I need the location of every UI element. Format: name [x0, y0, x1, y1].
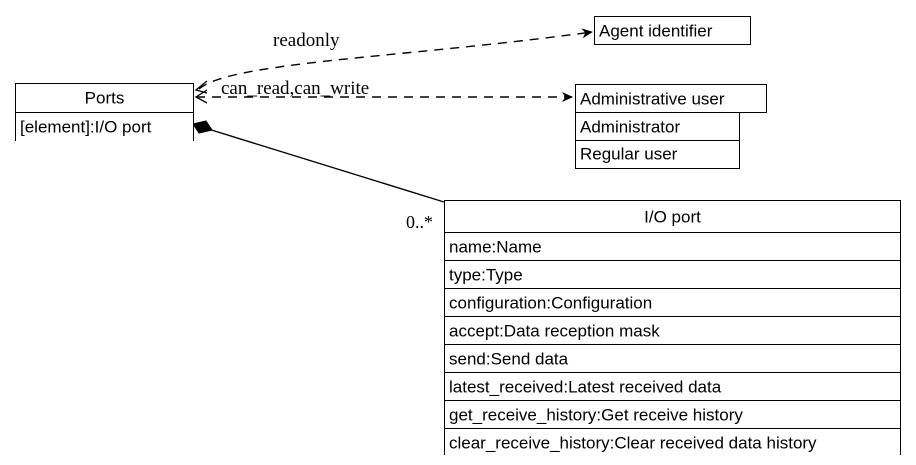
class-attribute-row: accept:Data reception mask [445, 316, 900, 344]
class-attribute-row: type:Type [445, 260, 900, 288]
class-attribute-row: name:Name [445, 232, 900, 260]
class-box-agent-identifier[interactable]: Agent identifier [594, 16, 751, 45]
class-attribute-row: configuration:Configuration [445, 288, 900, 316]
class-attributes-administrative-user[interactable]: Administrator Regular user [575, 113, 740, 169]
edge-label-can-read-can-write: can_read,can_write [221, 78, 370, 99]
class-attribute-row: clear_receive_history:Clear received dat… [445, 428, 900, 456]
class-title-ports: Ports [16, 84, 193, 112]
edge-label-readonly: readonly [273, 30, 340, 51]
class-title-administrative-user: Administrative user [576, 85, 766, 112]
class-title-agent-identifier: Agent identifier [595, 17, 750, 44]
class-box-ports[interactable]: Ports [element]:I/O port [15, 83, 194, 141]
edge-label-multiplicity: 0..* [406, 212, 433, 232]
class-title-io-port: I/O port [445, 201, 900, 232]
class-attribute-row: latest_received:Latest received data [445, 372, 900, 400]
class-attribute-row: get_receive_history:Get receive history [445, 400, 900, 428]
edge-composition [192, 120, 445, 203]
class-box-administrative-user[interactable]: Administrative user [575, 84, 767, 113]
class-box-io-port[interactable]: I/O port name:Name type:Type configurati… [444, 200, 901, 456]
class-attribute-row: [element]:I/O port [16, 112, 193, 141]
class-attribute-row: Regular user [576, 140, 739, 167]
class-attribute-row: send:Send data [445, 344, 900, 372]
class-attribute-row: Administrator [576, 113, 739, 140]
edge-can-read-can-write [194, 89, 573, 104]
